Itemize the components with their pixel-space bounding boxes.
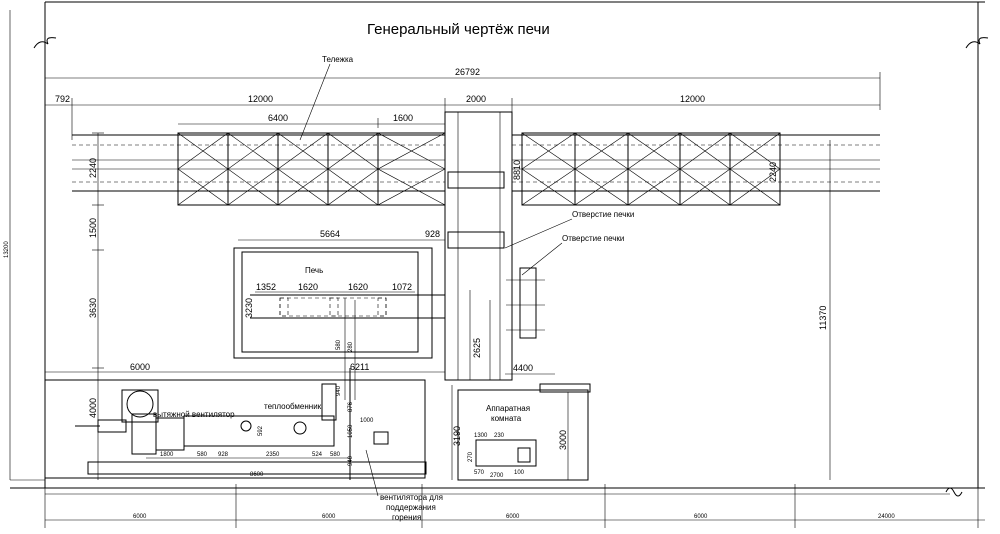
svg-text:940: 940 xyxy=(348,455,354,466)
svg-text:580: 580 xyxy=(330,452,341,458)
leader-combustion-fan xyxy=(365,449,379,497)
rails xyxy=(72,134,880,192)
svg-text:1800: 1800 xyxy=(160,452,174,458)
dim-v-1500: 1500 xyxy=(88,218,98,238)
dim-v-2240-right: 2240 xyxy=(768,162,778,182)
svg-text:8600: 8600 xyxy=(250,472,264,478)
label-furnace: Печь xyxy=(305,266,323,275)
dim-v-3630: 3630 xyxy=(88,298,98,318)
drawing-title: Генеральный чертёж печи xyxy=(367,21,550,38)
grid-dim-3: 6000 xyxy=(506,514,520,520)
label-combustion-fan-3: горения xyxy=(392,513,421,522)
trolley-truss-right xyxy=(521,132,781,206)
dim-track-right: 12000 xyxy=(680,94,705,104)
svg-text:876: 876 xyxy=(348,401,354,412)
left-vertical-dimensions: 2240 1500 3630 4000 13200 xyxy=(4,132,104,480)
dim-5664: 5664 xyxy=(320,229,340,239)
grid-dim-1: 6000 xyxy=(133,514,147,520)
svg-text:928: 928 xyxy=(218,452,229,458)
label-control-room-1: Аппаратная xyxy=(486,404,530,413)
equipment-base xyxy=(44,298,427,480)
label-furnace-opening-2: Отверстие печки xyxy=(562,234,624,243)
svg-text:100: 100 xyxy=(514,470,525,476)
svg-text:940: 940 xyxy=(336,385,342,396)
leader-trolley xyxy=(299,63,331,141)
label-exhaust-fan: вытяжной вентилятор xyxy=(153,410,235,419)
dim-928: 928 xyxy=(425,229,440,239)
dim-track-left: 12000 xyxy=(248,94,273,104)
svg-text:2700: 2700 xyxy=(490,473,504,479)
leader-opening-2 xyxy=(521,242,563,276)
leader-opening-1 xyxy=(504,218,573,249)
dim-v-3000: 3000 xyxy=(558,430,568,450)
dim-4400: 4400 xyxy=(513,363,533,373)
svg-text:230: 230 xyxy=(494,433,505,439)
dim-v-3190: 3190 xyxy=(452,426,462,446)
furnace-door-assembly xyxy=(506,267,545,339)
label-trolley: Тележка xyxy=(322,55,354,64)
lifting-tower: 8810 2625 xyxy=(444,111,522,381)
ground-grid: 6000 6000 6000 6000 24000 xyxy=(44,484,985,528)
grid-dim-4: 6000 xyxy=(694,514,708,520)
dim-1072: 1072 xyxy=(392,282,412,292)
svg-text:1000: 1000 xyxy=(360,418,374,424)
furnace: 5664 928 Печь 1352 1620 1620 1072 3230 xyxy=(233,229,445,359)
grid-dim-2: 6000 xyxy=(322,514,336,520)
heat-exchanger-assembly xyxy=(183,383,389,447)
dim-792: 792 xyxy=(55,94,70,104)
dim-1620-b: 1620 xyxy=(348,282,368,292)
dim-6400: 6400 xyxy=(268,113,288,123)
svg-text:270: 270 xyxy=(468,451,474,462)
dim-overall: 26792 xyxy=(455,67,480,77)
dim-v-2625: 2625 xyxy=(472,338,482,358)
label-control-room-2: комната xyxy=(491,414,522,423)
break-symbol-left xyxy=(33,37,57,49)
trolley-truss-left xyxy=(177,132,446,206)
svg-text:580: 580 xyxy=(336,339,342,350)
dim-v-11370: 11370 xyxy=(818,306,828,330)
dim-1620-a: 1620 xyxy=(298,282,318,292)
svg-text:1300: 1300 xyxy=(474,433,488,439)
exhaust-fan-assembly xyxy=(75,389,185,455)
dim-1600: 1600 xyxy=(393,113,413,123)
svg-text:580: 580 xyxy=(197,452,208,458)
break-symbol-right xyxy=(965,37,989,49)
svg-text:280: 280 xyxy=(348,341,354,352)
svg-text:1050: 1050 xyxy=(348,424,354,438)
svg-text:2350: 2350 xyxy=(266,452,280,458)
label-furnace-opening-1: Отверстие печки xyxy=(572,210,634,219)
dim-6211: 6211 xyxy=(350,362,369,372)
dim-v-2240-left: 2240 xyxy=(88,158,98,178)
label-combustion-fan-2: поддержания xyxy=(386,503,436,512)
label-heat-exchanger: теплообменник xyxy=(264,402,322,411)
break-symbol-bottom xyxy=(945,487,963,497)
dim-span-2000: 2000 xyxy=(466,94,486,104)
dim-6000: 6000 xyxy=(130,362,150,372)
control-room: 3190 3000 1300 230 270 2700 570 100 xyxy=(451,383,591,481)
svg-text:570: 570 xyxy=(474,470,485,476)
grid-dim-5: 24000 xyxy=(878,514,895,520)
dim-v-13200: 13200 xyxy=(4,241,10,258)
dim-v-8810: 8810 xyxy=(512,160,522,180)
top-dimensions: 26792 792 12000 2000 12000 6400 1600 xyxy=(44,67,881,140)
dim-v-4000: 4000 xyxy=(88,398,98,418)
dim-v-3230: 3230 xyxy=(244,298,254,318)
svg-text:592: 592 xyxy=(258,425,264,436)
svg-text:524: 524 xyxy=(312,452,323,458)
label-combustion-fan-1: вентилятора для xyxy=(380,493,443,502)
dim-1352: 1352 xyxy=(256,282,276,292)
small-dimensions: 580 280 940 876 1000 1050 592 1800 580 9… xyxy=(88,339,420,479)
mid-dimensions: 6000 6211 4400 xyxy=(45,362,555,375)
